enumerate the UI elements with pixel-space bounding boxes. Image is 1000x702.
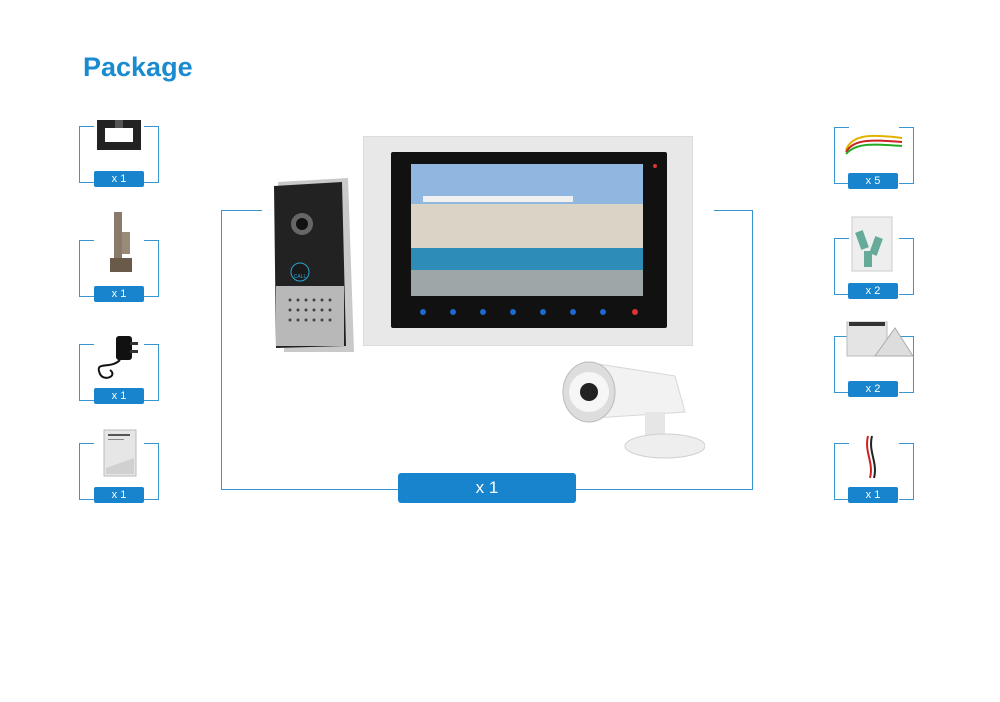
qty-badge: x 1 [94, 171, 144, 187]
page-title: Package [83, 52, 193, 82]
qty-badge: x 2 [848, 283, 898, 299]
call-label: CALL [294, 274, 307, 280]
lock-bracket-image [110, 212, 132, 272]
center-qty-badge: x 1 [398, 473, 576, 503]
door-station-image: CALL [274, 178, 354, 352]
wire-image [866, 435, 876, 479]
qty-badge: x 1 [848, 487, 898, 503]
qty-badge: x 5 [848, 173, 898, 189]
qty-badge: x 2 [848, 381, 898, 397]
qty-badge: x 1 [94, 286, 144, 302]
wall-bracket-image [97, 120, 141, 150]
screws-image [851, 216, 893, 272]
monitor-image [363, 136, 693, 346]
qty-badge: x 1 [94, 388, 144, 404]
manuals-card-image [846, 321, 914, 357]
qty-badge: x 1 [94, 487, 144, 503]
camera-image [562, 361, 705, 459]
manual-image [103, 429, 137, 477]
power-adapter-image [97, 336, 138, 379]
cables-image [845, 134, 903, 155]
